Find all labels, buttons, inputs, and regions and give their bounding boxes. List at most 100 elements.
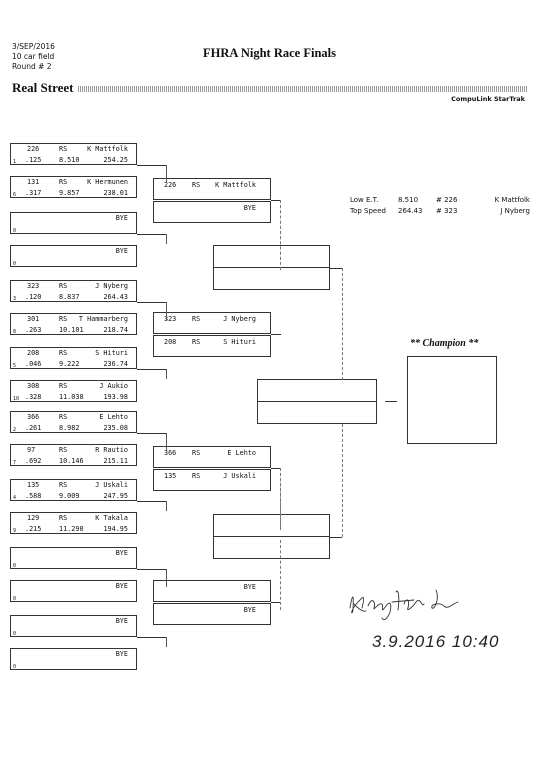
entry-line-1: 129 RS K Takala xyxy=(11,513,136,523)
round1-entry: 97 RS R Rautio 7 .692 10.146 215.11 xyxy=(10,444,137,466)
connector-h xyxy=(271,602,281,603)
car-number: 366 xyxy=(27,413,40,421)
driver-name: E Lehto xyxy=(99,413,128,421)
connector-h xyxy=(330,537,342,538)
driver-name: T Hammarberg xyxy=(78,315,128,323)
car-number: 131 xyxy=(27,178,40,186)
brand-label: CompuLink StarTrak xyxy=(451,95,525,103)
class-code: RS xyxy=(59,349,68,357)
round1-entry: 226 RS K Mattfolk 1 .125 8.510 254.25 xyxy=(10,143,137,165)
entry-line-1: BYE xyxy=(11,548,136,558)
round2-entry: BYE xyxy=(153,201,271,223)
connector-h xyxy=(137,433,167,434)
entry-line-1: 308 RS J Aukio xyxy=(11,381,136,391)
signature-stroke-4 xyxy=(431,589,459,609)
entry-line-1: 135 RS J Uskali xyxy=(11,480,136,490)
reaction-time: .261 xyxy=(25,424,42,432)
stats-panel: Low E.T. 8.510 # 226 K Mattfolk Top Spee… xyxy=(350,196,530,218)
lane-number: 4 xyxy=(13,495,17,501)
round1-entry: 366 RS E Lehto 2 .261 8.982 235.08 xyxy=(10,411,137,433)
entry-line-1: 323 RS J Nyberg xyxy=(11,281,136,291)
round1-entry: BYE 0 xyxy=(10,245,137,267)
class-code: RS xyxy=(59,413,68,421)
lane-number: 0 xyxy=(13,631,17,637)
low-et-label: Low E.T. xyxy=(350,196,379,204)
connector-v xyxy=(166,165,167,183)
race-date: 3/SEP/2016 xyxy=(12,42,55,51)
connector-v xyxy=(166,234,167,244)
champion-label: ** Champion ** xyxy=(410,338,479,349)
round1-entry: 308 RS J Aukio 10 .328 11.038 193.98 xyxy=(10,380,137,402)
reaction-time: .317 xyxy=(25,189,42,197)
lane-number: 1 xyxy=(13,159,17,165)
driver-name: E Lehto xyxy=(227,449,256,457)
driver-name: BYE xyxy=(115,650,128,658)
car-number: 323 xyxy=(164,315,177,323)
speed-mph: 238.01 xyxy=(103,189,128,197)
entry-line-1: BYE xyxy=(11,581,136,591)
speed-mph: 236.74 xyxy=(103,360,128,368)
speed-mph: 193.98 xyxy=(103,393,128,401)
connector-h xyxy=(271,468,281,469)
connector-dashed xyxy=(342,424,343,537)
entry-line-2: 3 .120 8.837 264.43 xyxy=(11,292,136,302)
driver-name: J Uskali xyxy=(223,472,256,480)
round2-entry: 366 RS E Lehto xyxy=(153,446,271,468)
entry-line-1: 208 RS S Hituri xyxy=(11,348,136,358)
connector-h xyxy=(137,569,167,570)
car-number: 366 xyxy=(164,449,177,457)
speed-mph: 247.95 xyxy=(103,492,128,500)
connector-dashed xyxy=(280,200,281,270)
signature-datetime: 3.9.2016 10:40 xyxy=(372,632,500,651)
round1-entry: BYE 0 xyxy=(10,615,137,637)
speed-mph: 215.11 xyxy=(103,457,128,465)
class-code: RS xyxy=(192,472,201,480)
elapsed-time: 8.837 xyxy=(59,293,80,301)
class-code: RS xyxy=(59,382,68,390)
elapsed-time: 9.857 xyxy=(59,189,80,197)
entry-line-2: 0 xyxy=(11,224,136,234)
entry-line: 135 RS J Uskali xyxy=(154,471,270,481)
connector-v xyxy=(166,433,167,451)
driver-name: K Mattfolk xyxy=(87,145,128,153)
connector-h xyxy=(137,165,167,166)
semifinal-2-top xyxy=(213,514,330,537)
round2-entry: 208 RS S Hituri xyxy=(153,335,271,357)
entry-line-1: 131 RS K Hermunen xyxy=(11,177,136,187)
top-speed-value: 264.43 xyxy=(398,207,423,215)
low-et-driver: K Mattfolk xyxy=(494,196,530,204)
connector-dashed xyxy=(342,268,343,380)
low-et-value: 8.510 xyxy=(398,196,419,204)
driver-name: BYE xyxy=(243,204,256,212)
entry-line-2: 10 .328 11.038 193.98 xyxy=(11,392,136,402)
class-title: Real Street xyxy=(12,80,74,95)
class-code: RS xyxy=(192,181,201,189)
lane-number: 3 xyxy=(13,296,17,302)
lane-number: 8 xyxy=(13,329,17,335)
class-code: RS xyxy=(59,282,68,290)
connector-h xyxy=(330,268,342,269)
elapsed-time: 10.146 xyxy=(59,457,84,465)
entry-line-2: 0 xyxy=(11,660,136,670)
driver-name: K Mattfolk xyxy=(215,181,256,189)
round-number: Round # 2 xyxy=(12,62,52,71)
car-number: 301 xyxy=(27,315,40,323)
entry-line-2: 1 .125 8.510 254.25 xyxy=(11,155,136,165)
entry-line-2: 7 .692 10.146 215.11 xyxy=(11,456,136,466)
semifinal-1-bottom xyxy=(213,267,330,290)
entry-line-1: 226 RS K Mattfolk xyxy=(11,144,136,154)
signature-stroke-2 xyxy=(367,600,392,621)
entry-line-2: 8 .263 10.101 218.74 xyxy=(11,325,136,335)
top-speed-car: # 323 xyxy=(436,207,458,215)
round1-entry: BYE 0 xyxy=(10,648,137,670)
driver-name: BYE xyxy=(243,606,256,614)
round2-entry: 323 RS J Nyberg xyxy=(153,312,271,334)
driver-name: R Rautio xyxy=(95,446,128,454)
round1-entry: 323 RS J Nyberg 3 .120 8.837 264.43 xyxy=(10,280,137,302)
driver-name: BYE xyxy=(115,214,128,222)
top-speed-driver: J Nyberg xyxy=(500,207,530,215)
driver-name: J Nyberg xyxy=(95,282,128,290)
car-number: 135 xyxy=(164,472,177,480)
car-number: 208 xyxy=(164,338,177,346)
lane-number: 10 xyxy=(13,396,20,402)
